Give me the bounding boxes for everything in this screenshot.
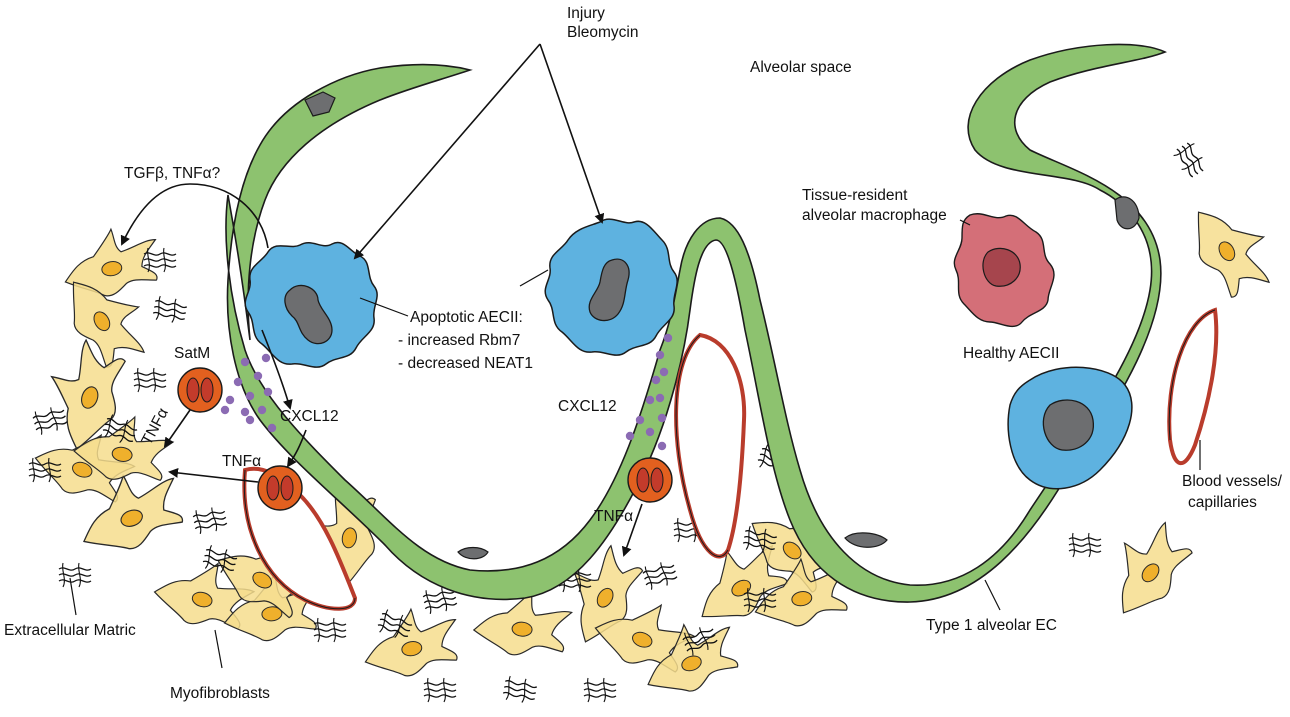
label-apoptotic-line1: Apoptotic AECII: [410, 309, 523, 326]
label-tgf-tnf: TGFβ, TNFα? [124, 165, 221, 182]
label-injury-line1: Injury [567, 5, 605, 22]
healthy-aecii [1007, 366, 1133, 490]
type1-alveolar-epithelium [225, 43, 1167, 603]
label-injury-line2: Bleomycin [567, 24, 639, 41]
label-alveolar-space: Alveolar space [750, 59, 852, 76]
tnf-arrows [163, 409, 643, 557]
label-extracellular-matrix: Extracellular Matric [4, 622, 136, 639]
label-blood-vessels-line1: Blood vessels/ [1182, 473, 1283, 490]
apoptotic-aecii-left [244, 241, 378, 368]
tgf-tnf-arrow [120, 183, 269, 249]
satm-cell-top [177, 367, 223, 413]
label-type1-ec: Type 1 alveolar EC [926, 617, 1057, 634]
cxcl12-arrow-left [261, 329, 307, 468]
label-blood-vessels-line2: capillaries [1188, 494, 1257, 511]
label-apoptotic-line3: - decreased NEAT1 [398, 355, 533, 372]
label-satm: SatM [174, 345, 210, 362]
label-cxcl12-right: CXCL12 [558, 398, 617, 415]
blood-vessel-center [674, 332, 747, 559]
satm-cell-center [627, 457, 673, 503]
label-cxcl12-left: CXCL12 [280, 408, 339, 425]
label-myofibroblasts: Myofibroblasts [170, 685, 270, 702]
tissue-resident-macrophage [953, 213, 1055, 328]
injury-arrows [353, 43, 605, 260]
blood-vessel-right [1167, 307, 1219, 466]
label-apoptotic-line2: - increased Rbm7 [398, 332, 520, 349]
cxcl12-dots-center [625, 333, 673, 451]
label-healthy-aecii: Healthy AECII [963, 345, 1060, 362]
label-tissue-resident-line2: alveolar macrophage [802, 207, 947, 224]
label-tissue-resident-line1: Tissue-resident [802, 187, 908, 204]
label-tnf-center: TNFα [594, 508, 633, 525]
label-tnf-left: TNFα [222, 453, 261, 470]
cxcl12-dots-left [220, 353, 277, 433]
leader-lines [69, 219, 1201, 669]
satm-cell-middle [257, 465, 303, 511]
diagram-labels: Injury Bleomycin Alveolar space TGFβ, TN… [4, 5, 1283, 702]
apoptotic-aecii-center [544, 218, 678, 356]
